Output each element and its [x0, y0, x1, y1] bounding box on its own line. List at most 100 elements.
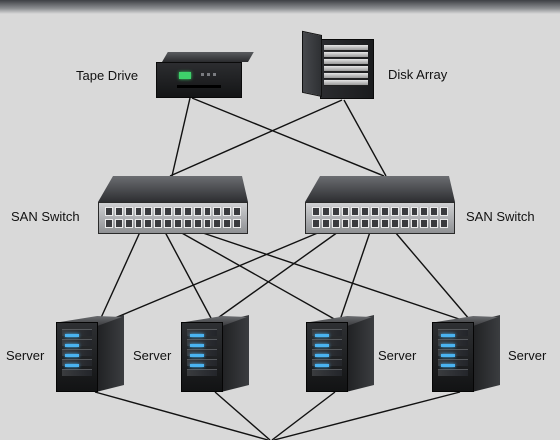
wire-tape-to-switch-right: [191, 97, 385, 177]
switch-port: [331, 207, 340, 216]
switch-port: [203, 219, 212, 228]
switch-port: [213, 207, 222, 216]
server-top-panel: [185, 316, 247, 326]
server-2-label: Server: [133, 348, 172, 363]
wire-server-2-down: [214, 391, 271, 440]
switch-port: [390, 219, 399, 228]
server-front-panel: [56, 322, 98, 392]
wire-disk-to-switch-left: [169, 99, 343, 177]
server-drive-bay: [438, 339, 468, 346]
server-status-light: [441, 334, 455, 337]
server-side-panel: [472, 315, 500, 392]
switch-top-panel: [305, 176, 455, 202]
server-status-light: [190, 334, 204, 337]
wire-server-4-down: [273, 391, 461, 440]
switch-port: [371, 207, 379, 216]
switch-port: [114, 207, 123, 216]
switch-port: [193, 207, 202, 216]
wire-switch-right-to-server-3: [339, 231, 371, 321]
switch-port: [164, 219, 172, 228]
server-drive-bay: [62, 349, 92, 356]
switch-port: [361, 219, 370, 228]
switch-top-panel: [98, 176, 248, 202]
switch-port: [174, 219, 182, 228]
switch-port-panel: [305, 202, 455, 234]
switch-port: [223, 207, 232, 216]
switch-port: [440, 207, 448, 216]
wire-server-3-down: [271, 391, 336, 440]
switch-port: [312, 219, 320, 228]
server-drive-bay: [312, 349, 342, 356]
server-top-panel: [436, 316, 498, 326]
switch-port: [213, 219, 222, 228]
switch-port: [410, 207, 419, 216]
san-switch-right-icon: [305, 176, 455, 236]
wire-switch-left-to-server-1: [99, 231, 141, 321]
server-3-icon: [306, 315, 374, 392]
server-drive-bay: [187, 369, 217, 376]
server-drive-bay: [62, 359, 92, 366]
disk-array-icon: [300, 30, 376, 101]
switch-port: [164, 207, 172, 216]
server-status-light: [315, 344, 329, 347]
switch-port: [174, 207, 182, 216]
server-side-panel: [346, 315, 374, 392]
switch-port: [233, 219, 241, 228]
server-status-light: [315, 354, 329, 357]
wire-switch-left-to-server-2: [164, 231, 213, 321]
server-top-panel: [60, 316, 122, 326]
server-1-label: Server: [6, 348, 45, 363]
switch-port: [312, 207, 320, 216]
switch-port: [223, 219, 232, 228]
server-top-panel: [310, 316, 372, 326]
server-drive-bay: [438, 349, 468, 356]
switch-port: [233, 207, 241, 216]
server-side-panel: [221, 315, 249, 392]
switch-port: [400, 219, 409, 228]
switch-port: [321, 219, 330, 228]
tape-drive-icon: [156, 52, 254, 100]
wire-server-1-down: [94, 391, 269, 440]
switch-port-panel: [98, 202, 248, 234]
switch-port: [371, 219, 379, 228]
switch-port: [144, 219, 153, 228]
server-4-label: Server: [508, 348, 547, 363]
server-drive-bay: [187, 339, 217, 346]
server-status-light: [190, 364, 204, 367]
switch-port: [154, 207, 163, 216]
switch-port: [144, 207, 153, 216]
switch-port: [420, 207, 429, 216]
switch-port: [341, 219, 350, 228]
server-front-panel: [181, 322, 223, 392]
server-2-icon: [181, 315, 249, 392]
server-drive-bay: [187, 349, 217, 356]
server-drive-bay: [312, 339, 342, 346]
wire-switch-right-to-server-4: [394, 231, 471, 321]
switch-port: [105, 207, 113, 216]
server-drive-bay: [312, 369, 342, 376]
switch-port: [361, 207, 370, 216]
server-status-light: [65, 354, 79, 357]
server-drive-bay: [62, 339, 92, 346]
switch-port: [124, 219, 133, 228]
tape-drive-label: Tape Drive: [76, 68, 139, 83]
san-switch-right-label: SAN Switch: [466, 209, 535, 224]
server-status-light: [315, 334, 329, 337]
switch-port: [440, 219, 448, 228]
switch-port: [381, 207, 389, 216]
switch-port: [134, 207, 143, 216]
server-status-light: [441, 354, 455, 357]
switch-port: [203, 207, 212, 216]
server-drive-bay: [187, 329, 217, 336]
switch-port: [193, 219, 202, 228]
server-1-icon: [56, 315, 124, 392]
switch-port: [390, 207, 399, 216]
server-status-light: [65, 344, 79, 347]
server-drive-bay: [438, 329, 468, 336]
wire-disk-to-switch-right: [343, 99, 387, 177]
server-status-light: [190, 354, 204, 357]
san-switch-left-label: SAN Switch: [11, 209, 80, 224]
wire-switch-left-to-server-4: [199, 231, 463, 321]
switch-port: [183, 219, 192, 228]
